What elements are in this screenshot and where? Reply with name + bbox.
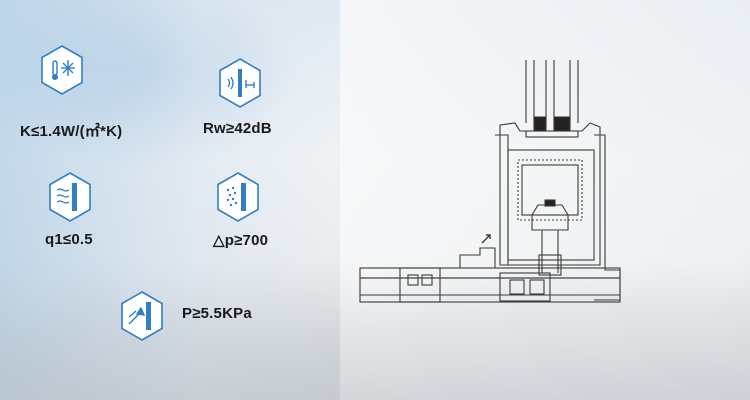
thermal-insulation-icon — [40, 45, 84, 95]
watertight-value: △p≥700 — [213, 232, 269, 249]
sound-insulation-icon — [218, 58, 262, 108]
wind-pressure-icon — [120, 291, 164, 341]
water-tightness-icon — [216, 172, 260, 222]
windload-value: P≥5.5KPa — [182, 305, 252, 322]
thermal-value: K≤1.4W/(㎡*K) — [20, 123, 123, 140]
window-profile-section-drawing — [359, 60, 621, 303]
acoustic-value: Rw≥42dB — [203, 120, 272, 137]
airtight-value: q1≤0.5 — [45, 231, 93, 248]
air-tightness-icon — [48, 172, 92, 222]
